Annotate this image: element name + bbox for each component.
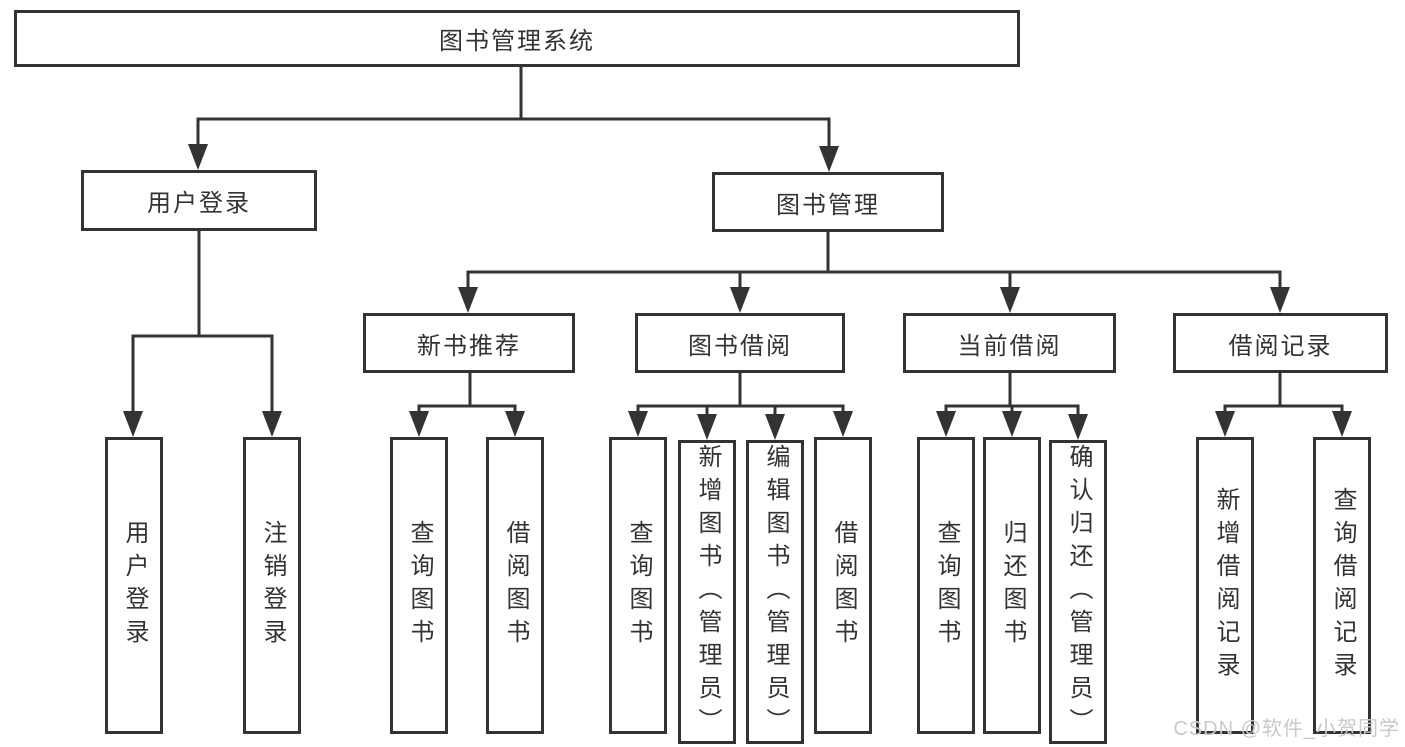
- leaf-user-login: 用户登录: [105, 437, 163, 734]
- leaf-add-borrow-record: 新增借阅记录: [1196, 437, 1254, 734]
- leaf-add-books-admin-label: 新增图书（管理员）: [694, 443, 721, 741]
- leaf-borrow-books-label: 借阅图书: [830, 519, 857, 652]
- leaf-edit-books-admin: 编辑图书（管理员）: [746, 440, 804, 744]
- node-new-book-recommend: 新书推荐: [363, 313, 575, 373]
- connector-book-borrow-group: [628, 373, 853, 440]
- leaf-confirm-return-admin-label: 确认归还（管理员）: [1065, 443, 1092, 741]
- leaf-query-books-current: 查询图书: [917, 437, 975, 734]
- connector-root-branch: [188, 67, 839, 172]
- node-user-login-label: 用户登录: [147, 190, 251, 217]
- leaf-query-books-borrow-label: 查询图书: [625, 519, 652, 652]
- leaf-confirm-return-admin: 确认归还（管理员）: [1049, 440, 1107, 744]
- node-borrow-records: 借阅记录: [1173, 313, 1388, 373]
- connector-current-borrow-group: [936, 373, 1088, 440]
- leaf-query-borrow-record: 查询借阅记录: [1313, 437, 1371, 734]
- node-library-management-system: 图书管理系统: [14, 10, 1020, 67]
- node-book-management: 图书管理: [712, 172, 944, 232]
- connector-user-login-branch: [123, 231, 282, 437]
- leaf-return-books: 归还图书: [983, 437, 1041, 734]
- node-library-management-system-label: 图书管理系统: [439, 28, 595, 55]
- connector-new-book-recommend-group: [409, 373, 525, 437]
- leaf-edit-books-admin-label: 编辑图书（管理员）: [762, 443, 789, 741]
- leaf-query-books-recommend-label: 查询图书: [406, 519, 433, 652]
- leaf-query-books-borrow: 查询图书: [609, 437, 667, 734]
- leaf-query-borrow-record-label: 查询借阅记录: [1329, 486, 1356, 685]
- leaf-borrow-books-recommend-label: 借阅图书: [502, 519, 529, 652]
- leaf-query-books-recommend: 查询图书: [390, 437, 448, 734]
- leaf-logout-label: 注销登录: [259, 519, 286, 652]
- leaf-query-books-current-label: 查询图书: [933, 519, 960, 652]
- csdn-watermark: CSDN @软件_小贺同学: [1173, 718, 1400, 740]
- leaf-logout: 注销登录: [243, 437, 301, 734]
- node-current-borrow-label: 当前借阅: [957, 332, 1062, 360]
- node-current-borrow: 当前借阅: [903, 313, 1116, 373]
- leaf-borrow-books-recommend: 借阅图书: [486, 437, 544, 734]
- node-book-borrow-label: 图书借阅: [688, 332, 792, 360]
- connector-book-management-branch: [458, 232, 1290, 313]
- node-new-book-recommend-label: 新书推荐: [417, 332, 521, 360]
- node-user-login: 用户登录: [81, 170, 317, 231]
- node-borrow-records-label: 借阅记录: [1228, 332, 1333, 360]
- leaf-borrow-books: 借阅图书: [814, 437, 872, 734]
- leaf-add-books-admin: 新增图书（管理员）: [678, 440, 736, 744]
- leaf-return-books-label: 归还图书: [999, 519, 1026, 652]
- node-book-borrow: 图书借阅: [635, 313, 845, 373]
- leaf-add-borrow-record-label: 新增借阅记录: [1212, 486, 1239, 685]
- leaf-user-login-label: 用户登录: [121, 519, 148, 652]
- connector-borrow-records-group: [1215, 373, 1352, 437]
- node-book-management-label: 图书管理: [776, 191, 880, 219]
